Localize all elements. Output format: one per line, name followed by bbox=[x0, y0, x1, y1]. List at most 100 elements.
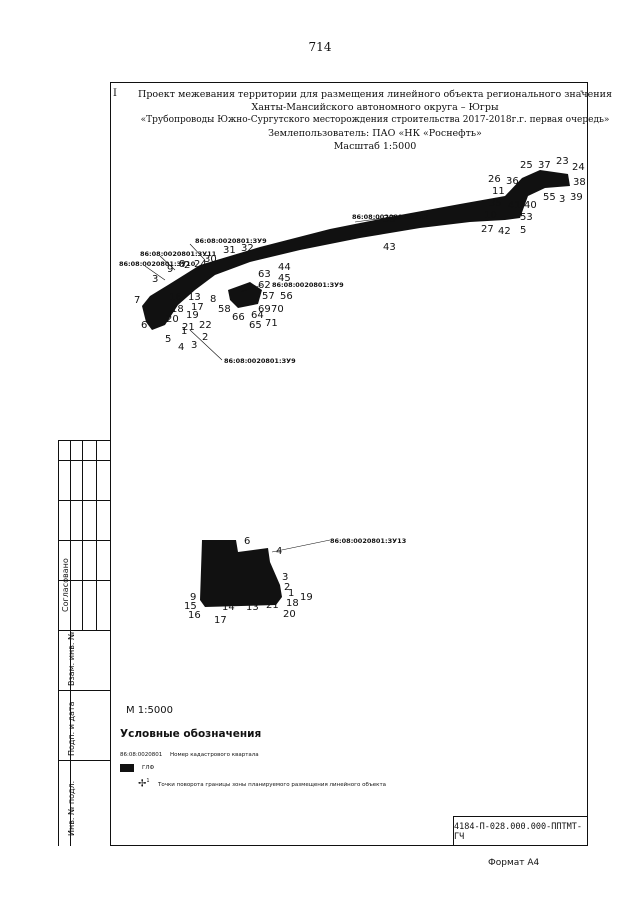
legend-cadastral-code: 86:08:0020801 bbox=[120, 752, 163, 758]
point-label: 8 bbox=[179, 259, 185, 270]
stamp-code: 4184-П-028.000.000-ППТМТ-ГЧ bbox=[454, 821, 582, 842]
point-label: 27 bbox=[481, 224, 494, 235]
point-label: 14 bbox=[222, 602, 235, 613]
point-label: 40 bbox=[524, 200, 537, 211]
leader-zu9c bbox=[189, 329, 223, 361]
upper-point-labels: 7 6 5 4 3 2 1 20 21 22 19 18 16 13 17 8 … bbox=[134, 156, 586, 353]
point-label: 24 bbox=[194, 259, 207, 270]
point-label: 58 bbox=[218, 304, 231, 315]
side-strip-col bbox=[82, 440, 83, 630]
point-label: 9 bbox=[190, 592, 196, 603]
header-line-4: Землепользователь: ПАО «НК «Роснефть» bbox=[268, 128, 482, 139]
point-label: 56 bbox=[280, 291, 293, 302]
point-label: 2 bbox=[184, 260, 190, 271]
point-label: 6 bbox=[244, 536, 250, 547]
parcel-13-fill bbox=[200, 540, 282, 607]
title-block-stamp: 4184-П-028.000.000-ППТМТ-ГЧ bbox=[453, 816, 588, 846]
point-label: 1 bbox=[181, 326, 187, 337]
point-label: 2 bbox=[284, 582, 290, 593]
parcel-label-zu11: 86:08:0020801:ЗУ11 bbox=[140, 250, 217, 258]
point-label: 13 bbox=[246, 602, 259, 613]
parcel-label-zu10: 86:08:0020801:ЗУ10 bbox=[119, 260, 196, 268]
point-label: 10 bbox=[484, 210, 497, 221]
parcel-label-zu9b: 86:08:0020801:ЗУ9 bbox=[272, 281, 344, 289]
corner-mark-left: I bbox=[113, 88, 117, 99]
point-label: 70 bbox=[271, 304, 284, 315]
point-label: 23 bbox=[556, 156, 569, 167]
page-number: 714 bbox=[308, 40, 332, 54]
point-label: 55 bbox=[543, 192, 556, 203]
side-strip-divider bbox=[58, 540, 110, 541]
point-label: 21 bbox=[182, 322, 195, 333]
parcel-label-zu12: 86:08:0020801:ЗУ12 bbox=[352, 213, 428, 221]
point-label: 16 bbox=[169, 292, 182, 303]
point-label: 33 bbox=[383, 214, 396, 225]
side-strip-divider bbox=[58, 690, 110, 691]
point-label: 16 bbox=[188, 610, 201, 621]
legend-fill-swatch bbox=[120, 764, 134, 772]
side-strip-divider bbox=[58, 580, 110, 581]
point-label: 63 bbox=[258, 269, 271, 280]
point-label: 3 bbox=[282, 572, 288, 583]
point-label: 3 bbox=[559, 194, 565, 205]
leader-zu13 bbox=[271, 539, 331, 553]
legend-fill-text: ГЛФ bbox=[142, 765, 155, 771]
parcel-label-zu13: 86:08:0020801:ЗУ13 bbox=[330, 537, 406, 545]
point-label: 9 bbox=[167, 264, 173, 275]
header-line-1: Проект межевания территории для размещен… bbox=[138, 89, 612, 100]
point-label: 2 bbox=[202, 332, 208, 343]
drawing-header: Проект межевания территории для размещен… bbox=[120, 88, 630, 153]
point-label: 4 bbox=[178, 342, 184, 353]
leader-zu10 bbox=[144, 265, 166, 281]
point-label: 18 bbox=[171, 304, 184, 315]
point-label: 19 bbox=[300, 592, 313, 603]
leader-zu9a bbox=[189, 243, 206, 261]
side-strip-col bbox=[96, 440, 97, 630]
point-label: 15 bbox=[184, 601, 197, 612]
point-label: 22 bbox=[199, 320, 212, 331]
point-label: 64 bbox=[251, 310, 264, 321]
point-label: 25 bbox=[520, 160, 533, 171]
point-label: 30 bbox=[204, 254, 217, 265]
legend-scale: М 1:5000 bbox=[126, 705, 173, 716]
point-label: 19 bbox=[186, 310, 199, 321]
leader-zu12 bbox=[354, 212, 421, 223]
point-label: 26 bbox=[488, 174, 501, 185]
side-strip-divider bbox=[58, 760, 110, 761]
point-label: 4 bbox=[276, 546, 282, 557]
point-label: 57 bbox=[262, 291, 275, 302]
point-label: 38 bbox=[573, 177, 586, 188]
point-label: 3 bbox=[152, 274, 158, 285]
format-label: Формат А4 bbox=[488, 858, 540, 868]
point-label: 71 bbox=[265, 318, 278, 329]
leader-zu9b bbox=[239, 284, 263, 293]
point-label: 18 bbox=[286, 598, 299, 609]
corridor-branch bbox=[228, 282, 262, 308]
point-label: 20 bbox=[283, 609, 296, 620]
corner-mark-right: - bbox=[580, 86, 584, 97]
point-label: 21 bbox=[266, 600, 279, 611]
drawing-frame bbox=[110, 82, 588, 846]
point-label: 20 bbox=[166, 314, 179, 325]
point-label: 44 bbox=[278, 262, 291, 273]
leader-zu11 bbox=[159, 255, 176, 271]
legend-cadastral-text: Номер кадастрового квартала bbox=[169, 752, 259, 758]
legend-row-cadastral: 86:08:0020801 Номер кадастрового квартал… bbox=[120, 752, 259, 758]
side-stamp-strip bbox=[58, 440, 110, 846]
header-line-3: «Трубопроводы Южно-Сургутского месторожд… bbox=[140, 115, 610, 125]
point-label: 43 bbox=[383, 242, 396, 253]
point-label: 36 bbox=[506, 176, 519, 187]
point-label: 5 bbox=[165, 334, 171, 345]
parcel-label-zu9a: 86:08:0020801:ЗУ9 bbox=[195, 237, 267, 245]
point-label: 17 bbox=[214, 615, 227, 626]
point-label: 35 bbox=[489, 198, 502, 209]
point-label: 8 bbox=[210, 294, 216, 305]
point-label: 52 bbox=[358, 224, 371, 235]
point-label: 32 bbox=[241, 243, 254, 254]
side-strip-divider bbox=[58, 630, 110, 631]
point-label: 42 bbox=[498, 226, 511, 237]
point-label: 65 bbox=[249, 320, 262, 331]
point-label: 11 bbox=[492, 186, 505, 197]
point-label: 13 bbox=[188, 292, 201, 303]
